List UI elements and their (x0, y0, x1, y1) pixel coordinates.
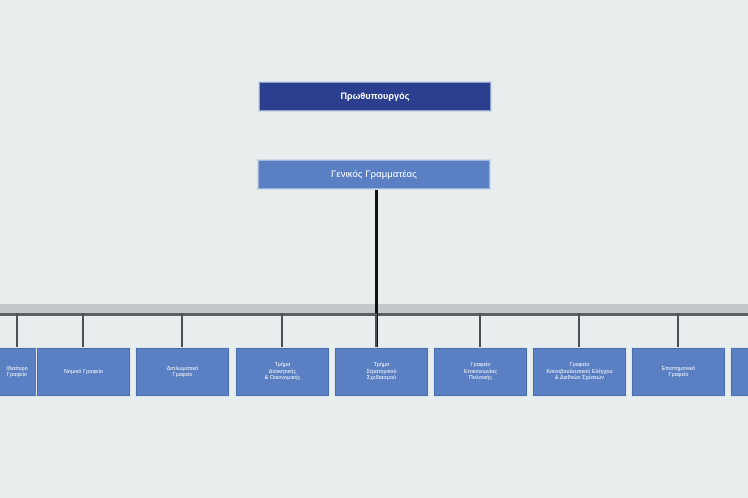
node-general-secretary[interactable]: Γενικός Γραμματέας (257, 159, 491, 190)
node-unit-2[interactable]: Νομικό Γραφείο (36, 347, 131, 397)
drop-connector-2 (81, 313, 85, 348)
horizontal-bus-line (0, 313, 748, 316)
node-label-prime-minister: Πρωθυπουργός (340, 91, 410, 102)
node-label-unit-8: Επιστημονικό Γραφείο (661, 365, 696, 378)
drop-connector-6 (478, 313, 482, 348)
drop-connector-4 (280, 313, 284, 348)
node-label-unit-6: Γραφείο Επικοινωνίας Πολιτικής (463, 362, 498, 382)
node-prime-minister[interactable]: Πρωθυπουργός (258, 81, 492, 112)
node-unit-6[interactable]: Γραφείο Επικοινωνίας Πολιτικής (433, 347, 528, 397)
node-unit-5[interactable]: Τμήμα Στρατηγικού Σχεδιασμού (334, 347, 429, 397)
node-label-unit-3: Διπλωματικό Γραφείο (166, 365, 199, 378)
bus-shade-band (0, 304, 748, 313)
node-label-general-secretary: Γενικός Γραμματέας (331, 168, 417, 180)
node-label-unit-7: Γραφείο Κοινοβουλευτικού Ελέγχου & Διεθν… (546, 362, 613, 382)
drop-connector-8 (676, 313, 680, 348)
drop-connector-5 (374, 313, 378, 348)
node-unit-3[interactable]: Διπλωματικό Γραφείο (135, 347, 230, 397)
drop-connector-1 (15, 313, 19, 348)
node-unit-9[interactable]: Γραφείο Τύπου (730, 347, 748, 397)
node-unit-8[interactable]: Επιστημονικό Γραφείο (631, 347, 726, 397)
drop-connector-7 (577, 313, 581, 348)
node-label-unit-1: Ιδιαίτερο Γραφείο (6, 365, 28, 378)
node-label-unit-4: Τμήμα Διοικητικής & Οικονομικής (264, 362, 301, 382)
node-label-unit-2: Νομικό Γραφείο (64, 368, 103, 375)
drop-connector-3 (180, 313, 184, 348)
node-label-unit-9: Γραφείο Τύπου (735, 366, 748, 379)
node-unit-7[interactable]: Γραφείο Κοινοβουλευτικού Ελέγχου & Διεθν… (532, 347, 627, 397)
node-unit-4[interactable]: Τμήμα Διοικητικής & Οικονομικής (235, 347, 330, 397)
node-label-unit-5: Τμήμα Στρατηγικού Σχεδιασμού (366, 362, 397, 382)
trunk-connector (374, 189, 378, 375)
